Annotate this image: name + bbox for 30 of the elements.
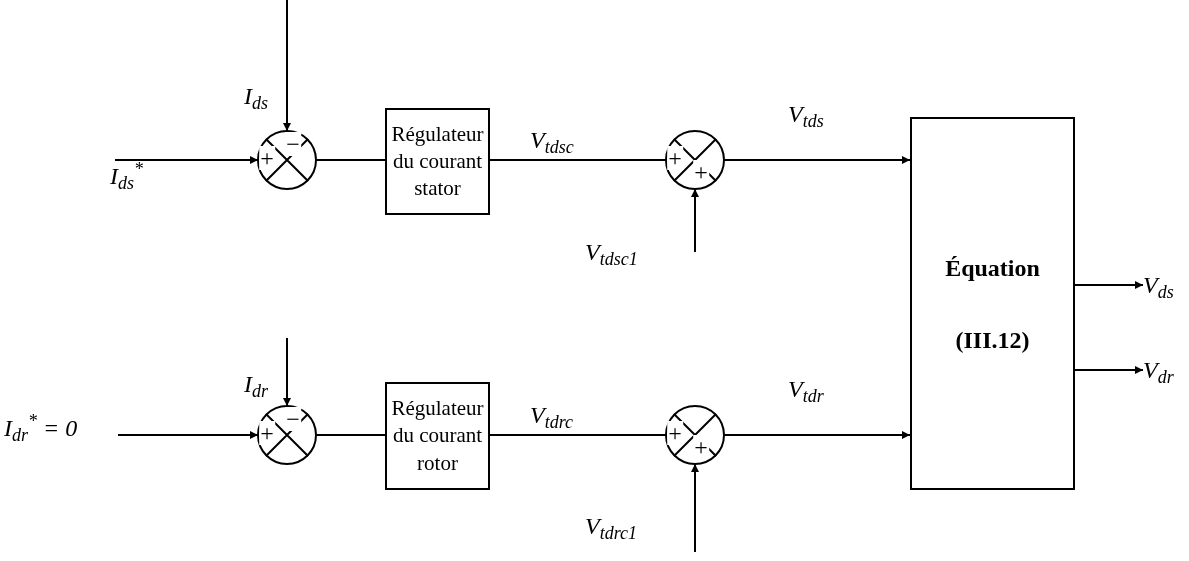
sign-label: − — [285, 132, 301, 156]
arrow — [691, 188, 699, 253]
sign-label: − — [285, 407, 301, 431]
block-label: (III.12) — [955, 327, 1030, 352]
arrow — [691, 463, 699, 553]
output-signal-label: V$_{ds}$ — [1143, 273, 1174, 297]
regulator-block — [385, 382, 490, 490]
edge-label: I$_{dr}$$^{*}$ = 0 — [4, 416, 78, 440]
arrow — [1074, 366, 1144, 374]
arrow — [283, 0, 291, 132]
regulator-block — [385, 108, 490, 215]
sign-label: + — [259, 146, 275, 170]
summing-junction — [665, 130, 725, 190]
summing-junction — [257, 405, 317, 465]
sign-label: + — [667, 146, 683, 170]
arrow — [283, 337, 291, 407]
signal-line — [489, 159, 667, 161]
block-label: Régulateur du courant stator — [390, 120, 485, 203]
block-label: Équation — [945, 255, 1040, 280]
arrow — [117, 431, 259, 439]
equation-block — [910, 117, 1075, 490]
arrow — [1074, 281, 1144, 289]
sign-label: + — [259, 421, 275, 445]
summing-junction — [665, 405, 725, 465]
signal-line — [489, 434, 667, 436]
sign-label: + — [667, 421, 683, 445]
output-signal-label: V$_{dr}$ — [1143, 358, 1174, 382]
block-label: Régulateur du courant rotor — [390, 395, 485, 477]
arrow — [114, 156, 259, 164]
summing-junction — [257, 130, 317, 190]
